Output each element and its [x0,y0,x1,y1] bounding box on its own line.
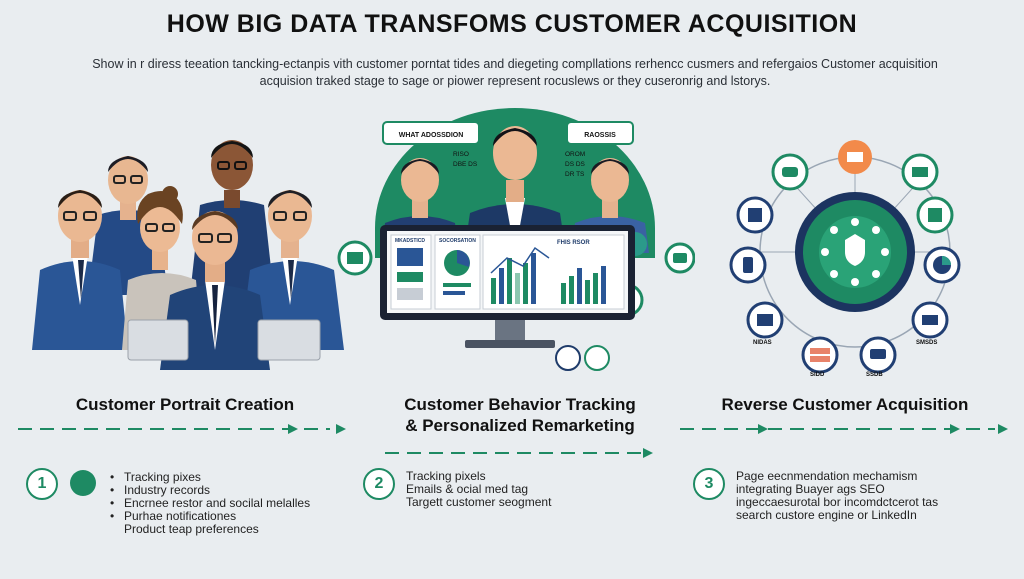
section-heading-behavior-line2: & Personalized Remarketing [405,416,635,435]
section-heading-portrait: Customer Portrait Creation [75,395,295,414]
panel-label: MKADSTICD [395,238,425,244]
shield-icon [845,234,865,266]
list-item: Industry records [110,484,350,498]
team-illustration [32,140,344,370]
list-item: Product teap preferences [124,522,259,536]
laptop-icon [127,319,189,361]
step-number-3: 3 [693,468,725,500]
right-tag-label: RAOSSIS [584,132,616,139]
list-item: Emails & ocial med tag [406,482,529,496]
center-label: OROM [565,151,585,158]
laptop-icon [257,319,321,361]
center-label: DBE DS [453,161,478,168]
person-middle-left [32,190,128,350]
hub-illustration: NIDAS SIDD SSDB SMSDS [729,140,961,378]
arrow-divider-3 [680,424,1008,434]
section-heading-reverse: Reverse Customer Acquisition [721,395,969,414]
reverse-list: Page eecnmendation mechamism integrating… [722,470,1002,522]
page-title: HOW BIG DATA TRANSFOMS CUSTOMER ACQUISIT… [166,10,858,38]
center-label: RISO [453,151,469,158]
analytics-icon [555,345,581,371]
list-item: search custore engine or LinkedIn [736,508,917,522]
list-item: Page eecnmendation mechamism [736,469,918,483]
center-label: DS DS [565,161,586,168]
portrait-list: Tracking pixes Industry records Encrnee … [110,471,350,536]
step-number-2: 2 [363,468,395,500]
hub-label: SSDB [866,372,883,378]
list-item: Tracking pixes [110,471,350,485]
arrow-divider-1 [18,424,346,434]
step-dot [70,470,96,496]
panel-label: FHIS RSOR [557,240,590,246]
list-item: integrating Buayer ags SEO [736,482,885,496]
list-item: Tracking pixels [406,469,486,483]
step-number-1: 1 [26,468,58,500]
server-icon [801,336,839,374]
hub-label: SIDD [810,372,825,378]
left-tag-label: WHAT ADOSSDION [399,132,464,139]
dashboard-illustration: WHAT ADOSSDION RAOSSIS RISO DBE DS OROM … [337,108,695,371]
bar-chart-icon [491,253,606,304]
panel-label: SOCORSATION [439,238,476,244]
page-subtitle: Show in r diress teeation tancking-ectan… [92,57,938,88]
list-item: ingeccaesurotal bor incomdctcerot tas [736,495,939,509]
section-heading-behavior-line1: Customer Behavior Tracking [404,395,636,414]
gear-icon [584,345,610,371]
behavior-list: Tracking pixels Emails & ocial med tag T… [392,470,642,509]
list-item: Encrnee restor and socilal melalles [110,497,350,511]
arrow-divider-2 [385,448,653,458]
list-item: Purhae notificationes [110,510,350,524]
list-item: Targett customer seogment [406,495,552,509]
section-heading-behavior: Customer Behavior Tracking & Personalize… [380,394,660,436]
hub-label: NIDAS [753,340,772,346]
center-label: DR TS [565,171,585,178]
hub-label: SMSDS [916,340,937,346]
